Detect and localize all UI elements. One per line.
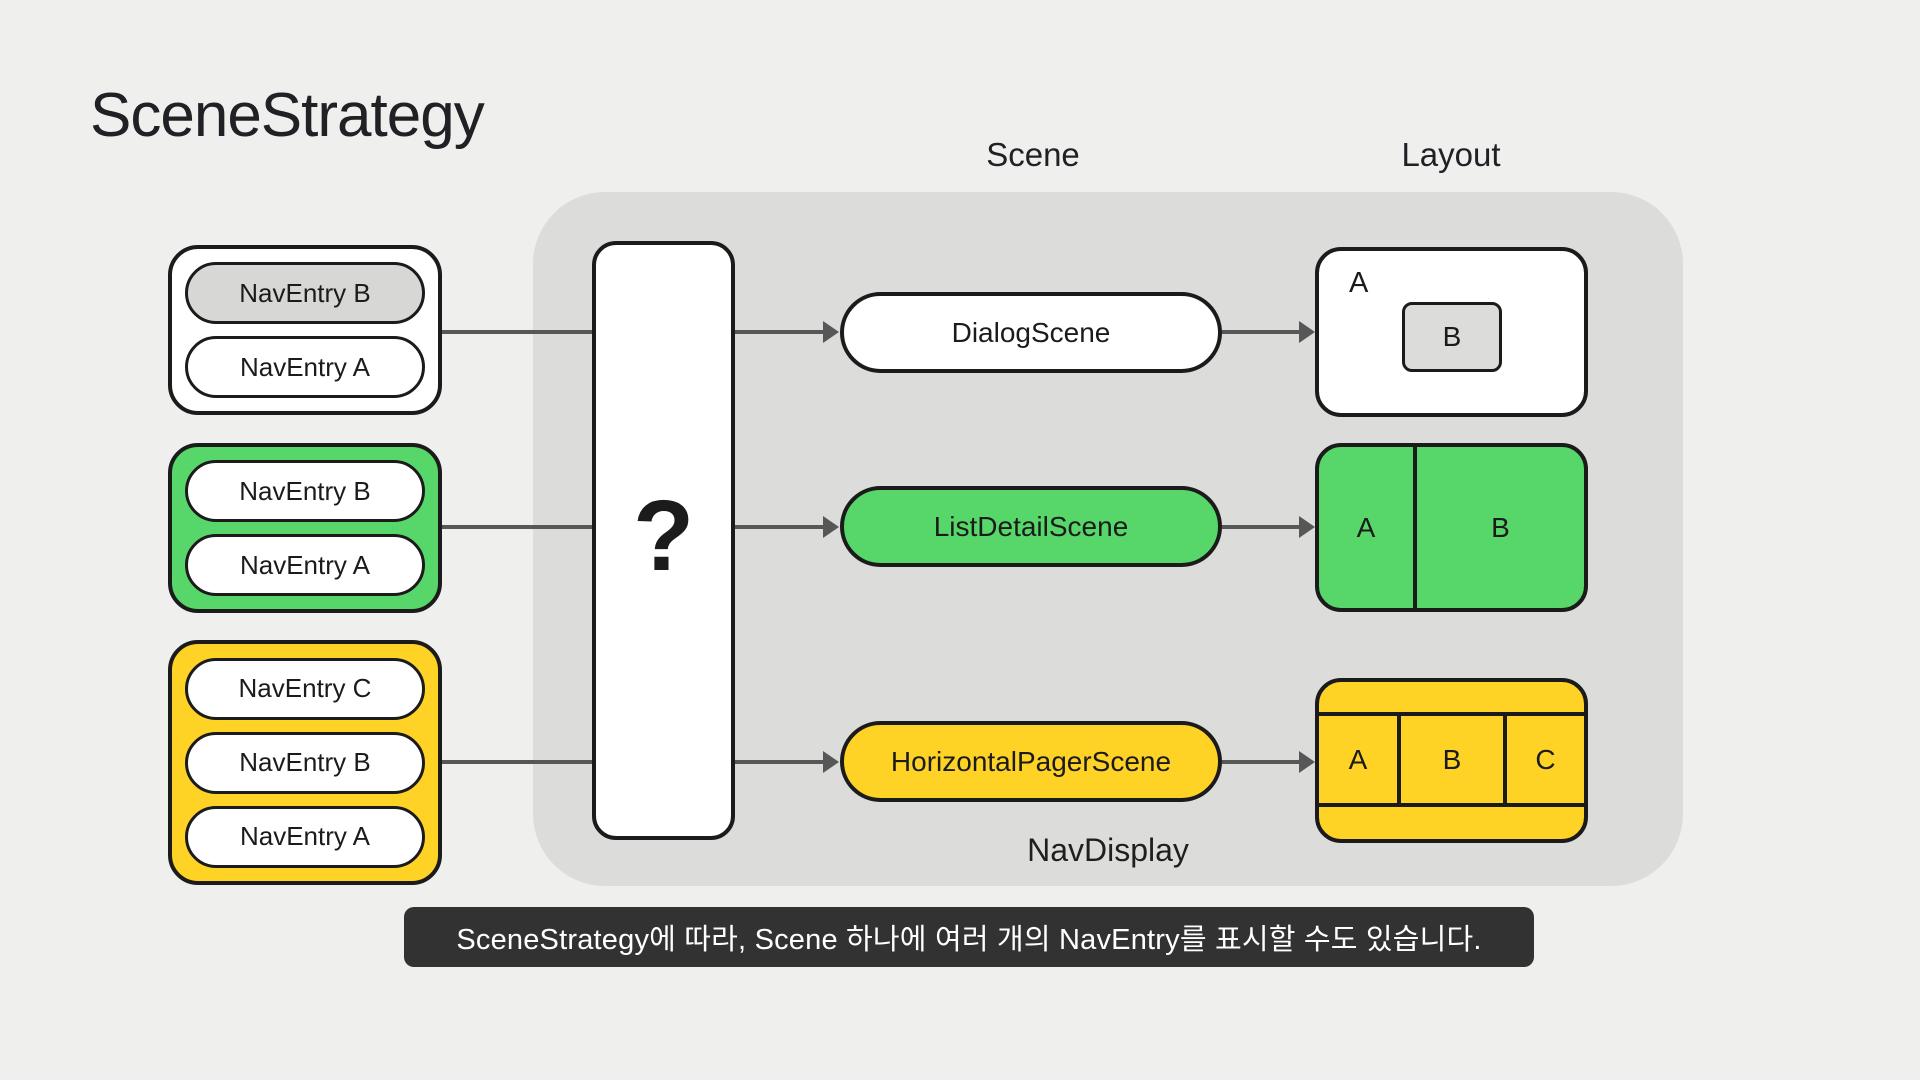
scene-dialog: DialogScene <box>840 292 1222 373</box>
layout-list-detail: A B <box>1315 443 1588 612</box>
scene-list-detail: ListDetailScene <box>840 486 1222 567</box>
pager-page-b: B <box>1401 716 1507 803</box>
layout-column-header: Layout <box>1401 136 1501 173</box>
nav-display-label: NavDisplay <box>1027 832 1189 868</box>
connector-stack3-to-strategy <box>442 760 592 764</box>
backstack-dialog: NavEntry B NavEntry A <box>168 245 442 415</box>
nav-entry-a: NavEntry A <box>185 336 425 398</box>
layout-horizontal-pager: A B C <box>1315 678 1588 843</box>
layout-detail-pane-label: B <box>1491 511 1510 543</box>
layout-dialog-background-label: A <box>1349 267 1369 299</box>
nav-entry-b: NavEntry B <box>185 460 425 522</box>
connector-stack1-to-strategy <box>442 330 592 334</box>
scene-column-header: Scene <box>986 136 1080 173</box>
pager-page-c: C <box>1507 716 1584 803</box>
nav-entry-c: NavEntry C <box>185 657 425 720</box>
arrow-strategy-to-listdetail-scene <box>735 525 823 529</box>
arrow-dialog-scene-to-layout <box>1222 330 1299 334</box>
pager-band: A B C <box>1319 712 1584 807</box>
backstack-pager: NavEntry C NavEntry B NavEntry A <box>168 640 442 885</box>
pager-page-a-label: A <box>1348 743 1368 775</box>
layout-dialog: A B <box>1315 247 1588 417</box>
question-mark: ? <box>632 480 695 592</box>
page-title: SceneStrategy <box>90 81 485 150</box>
connector-stack2-to-strategy <box>442 525 592 529</box>
backstack-list-detail: NavEntry B NavEntry A <box>168 443 442 613</box>
pager-page-c-label: C <box>1535 743 1556 775</box>
layout-list-pane: A <box>1319 447 1417 608</box>
arrow-listdetail-scene-to-layout <box>1222 525 1299 529</box>
caption-text: SceneStrategy에 따라, Scene 하나에 여러 개의 NavEn… <box>456 924 1482 956</box>
layout-detail-pane: B <box>1417 447 1584 608</box>
scene-horizontal-pager: HorizontalPagerScene <box>840 721 1222 802</box>
nav-entry-a: NavEntry A <box>185 805 425 868</box>
arrow-strategy-to-dialog-scene <box>735 330 823 334</box>
arrow-pager-scene-to-layout <box>1222 760 1299 764</box>
caption-bar: SceneStrategy에 따라, Scene 하나에 여러 개의 NavEn… <box>404 907 1534 967</box>
pager-page-b-label: B <box>1442 743 1462 775</box>
layout-dialog-box: B <box>1402 302 1502 372</box>
layout-dialog-box-label: B <box>1442 321 1462 352</box>
pager-page-a: A <box>1319 716 1401 803</box>
nav-entry-b: NavEntry B <box>185 731 425 794</box>
nav-entry-a: NavEntry A <box>185 534 425 596</box>
arrow-strategy-to-pager-scene <box>735 760 823 764</box>
layout-list-pane-label: A <box>1356 511 1376 543</box>
nav-entry-b-highlighted: NavEntry B <box>185 262 425 324</box>
scene-strategy-box: ? <box>592 241 735 840</box>
